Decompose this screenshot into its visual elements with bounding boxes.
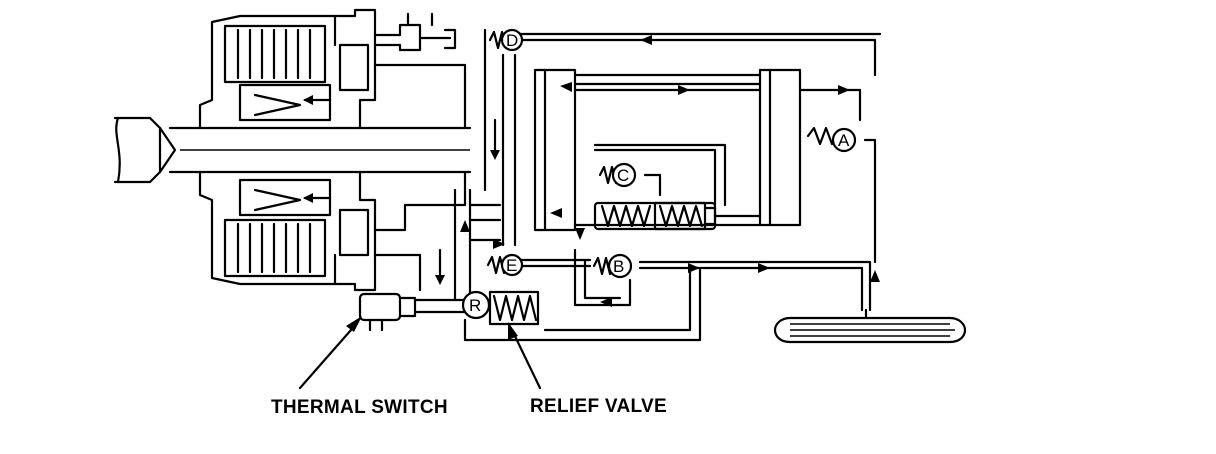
cylinders (533, 68, 802, 232)
piping-flow-arrows (460, 35, 880, 307)
valve-d: D (488, 28, 524, 52)
pump-flow-arrows (303, 95, 500, 285)
valve-c: C (598, 162, 637, 188)
valve-r-label: R (469, 296, 481, 315)
valve-d-label: D (506, 31, 518, 50)
valve-e: E (486, 253, 524, 277)
valve-c-label: C (617, 166, 629, 185)
leader-lines (298, 316, 542, 390)
spool-spring (593, 201, 762, 231)
thermal-switch-label: THERMAL SWITCH (271, 397, 448, 418)
piping (413, 28, 882, 342)
lower-fins (223, 218, 327, 278)
valve-a-label: A (838, 131, 850, 150)
relief-valve-label: RELIEF VALVE (530, 396, 667, 417)
pump-housing (113, 8, 472, 332)
thermal-switch-body (358, 292, 417, 332)
upper-fins (223, 24, 327, 84)
valve-e-label: E (506, 256, 517, 275)
reservoir (773, 308, 967, 344)
valve-r: R (461, 290, 540, 326)
valve-b-label: B (613, 257, 624, 276)
valve-a: A (806, 126, 857, 153)
valve-b: B (592, 253, 633, 279)
